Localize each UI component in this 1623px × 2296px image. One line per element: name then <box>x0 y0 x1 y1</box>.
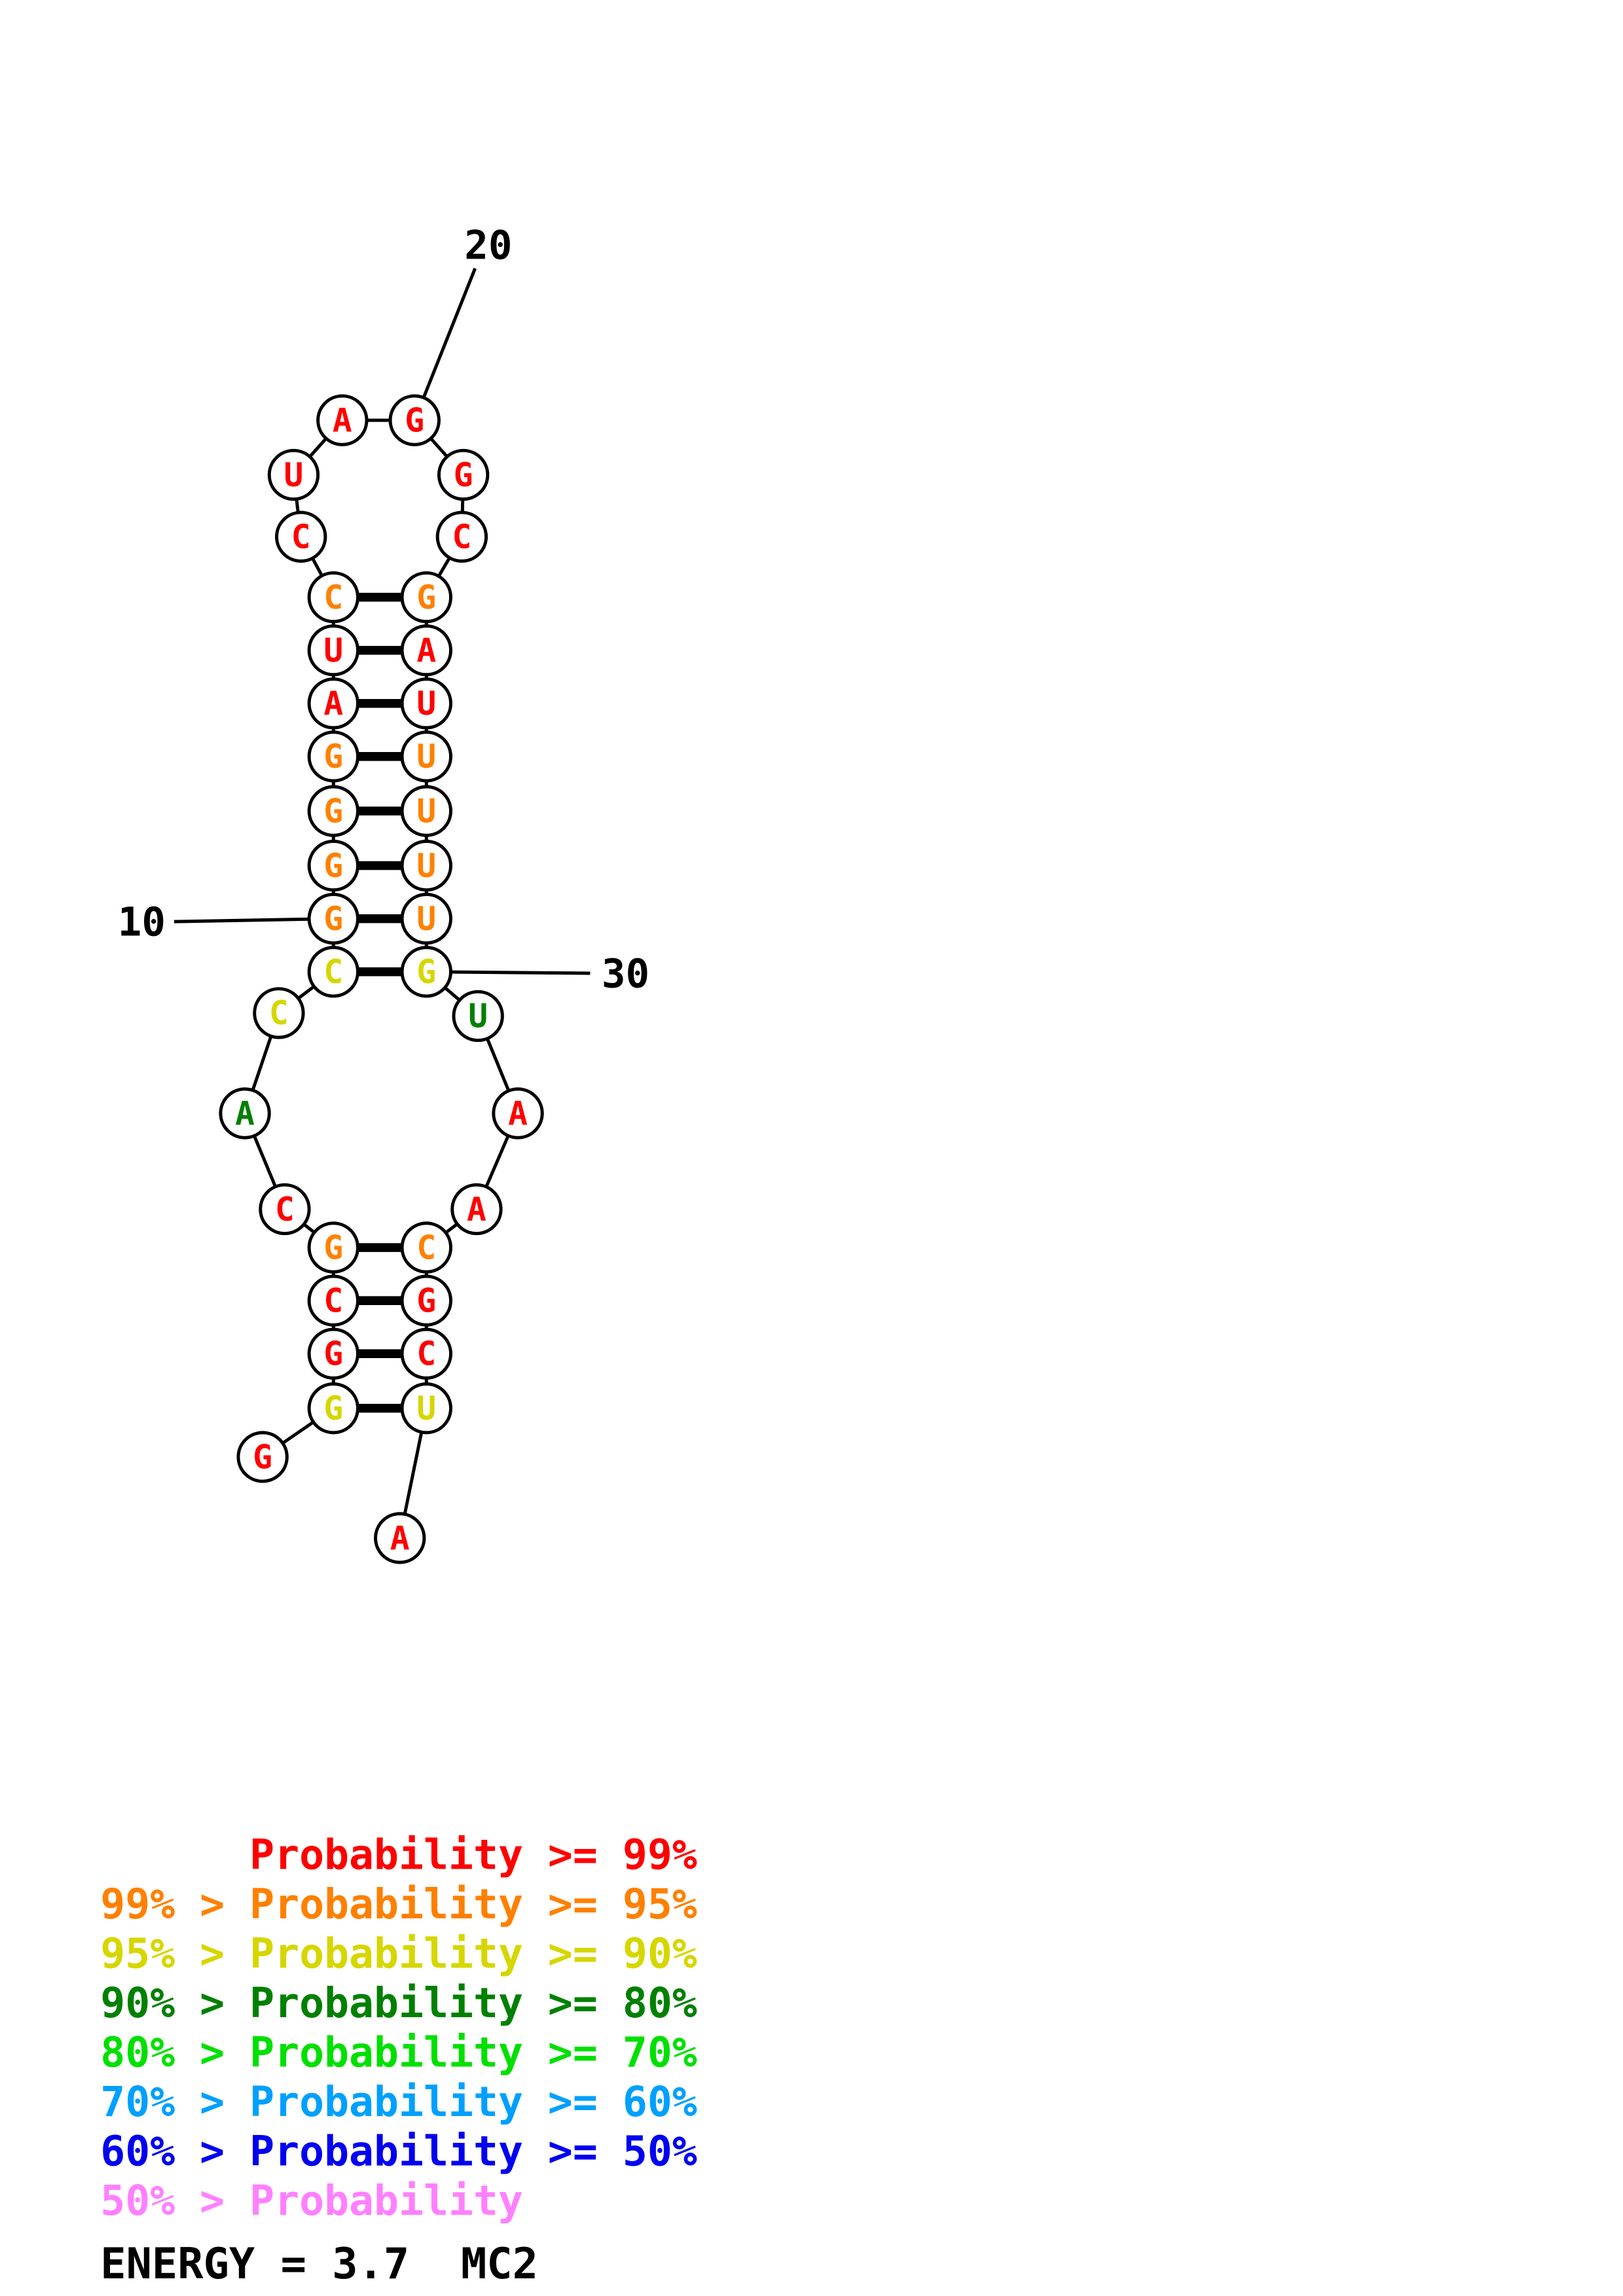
base-circle <box>307 1327 359 1380</box>
base-circle <box>400 839 452 892</box>
base-circle <box>374 1512 426 1564</box>
base-circle <box>492 1087 544 1139</box>
base-circle <box>400 1382 452 1435</box>
base-letter: G <box>323 900 343 938</box>
base-letter: U <box>416 738 436 776</box>
base-circle <box>400 1221 452 1274</box>
legend-row: 80% > Probability >= 70% <box>100 2028 697 2077</box>
base-letter: A <box>416 632 436 670</box>
probability-legend: Probability >= 99%99% > Probability >= 9… <box>100 1831 697 2225</box>
base-circle <box>452 990 504 1043</box>
label-pointer-line <box>173 917 334 924</box>
base-letter: G <box>323 1390 343 1427</box>
base-circle <box>236 1431 289 1483</box>
label-pointer-line <box>426 970 591 975</box>
base-circle <box>400 571 452 624</box>
base-circle <box>307 946 359 998</box>
label-pointer-line <box>412 268 477 422</box>
base-letter: G <box>405 401 424 439</box>
base-letter: C <box>416 1335 436 1373</box>
base-letter: G <box>416 579 436 617</box>
base-letter: U <box>284 456 304 494</box>
base-circle <box>435 511 488 563</box>
position-label: 20 <box>464 223 512 268</box>
base-circle <box>307 1274 359 1327</box>
base-circle <box>307 1382 359 1435</box>
base-letter: A <box>390 1519 410 1557</box>
base-circle <box>259 1183 311 1236</box>
base-circle <box>307 785 359 837</box>
base-circle <box>275 511 327 563</box>
base-letter: C <box>323 1282 343 1320</box>
base-circle <box>400 624 452 677</box>
base-letter: G <box>323 1229 343 1266</box>
legend-row: 95% > Probability >= 90% <box>100 1929 697 1978</box>
base-circle <box>307 839 359 892</box>
position-label: 30 <box>602 951 649 997</box>
base-circle <box>437 448 490 501</box>
base-circle <box>307 624 359 677</box>
base-circle <box>307 1221 359 1274</box>
base-letter: G <box>416 953 436 991</box>
base-letter: A <box>508 1094 528 1132</box>
base-circle <box>307 892 359 945</box>
base-circle <box>307 571 359 624</box>
base-letter: G <box>323 1335 343 1373</box>
base-circle <box>450 1183 503 1236</box>
base-letter: C <box>323 579 343 617</box>
base-letter: U <box>416 685 436 723</box>
base-letter: G <box>416 1282 436 1320</box>
base-circle <box>253 987 305 1039</box>
base-circle <box>219 1087 271 1139</box>
base-circle <box>400 730 452 783</box>
base-letter: G <box>323 738 343 776</box>
base-circle <box>388 394 441 446</box>
label-pointer-lines <box>173 268 591 975</box>
legend-row: 90% > Probability >= 80% <box>100 1979 697 2027</box>
base-letter: C <box>269 994 289 1032</box>
base-letter: C <box>416 1229 436 1266</box>
base-circle <box>400 1327 452 1380</box>
legend-row: Probability >= 99% <box>100 1831 697 1879</box>
base-circle <box>267 448 320 501</box>
position-label: 10 <box>118 899 166 945</box>
base-circle <box>307 730 359 783</box>
base-letter: C <box>452 518 471 556</box>
base-letter: A <box>467 1191 486 1229</box>
base-letter: U <box>468 997 488 1035</box>
base-letter: A <box>235 1094 255 1132</box>
base-letter: U <box>323 632 343 670</box>
base-circle <box>400 677 452 730</box>
base-letter: C <box>275 1191 295 1229</box>
base-circle <box>400 892 452 945</box>
base-circle <box>400 785 452 837</box>
legend-row: 99% > Probability >= 95% <box>100 1880 697 1928</box>
base-letter: A <box>323 685 343 723</box>
base-letter: U <box>416 900 436 938</box>
position-labels: 20 10 30 <box>118 223 649 997</box>
base-letter: C <box>323 953 343 991</box>
legend-row: 60% > Probability >= 50% <box>100 2127 697 2176</box>
base-circle <box>400 946 452 998</box>
base-letter: G <box>323 793 343 831</box>
base-letter: G <box>454 456 473 494</box>
base-letter: U <box>416 793 436 831</box>
legend-row: 50% > Probability <box>100 2176 523 2225</box>
base-circle <box>400 1274 452 1327</box>
base-circle <box>316 394 369 446</box>
base-letter: U <box>416 1390 436 1427</box>
legend-row: 70% > Probability >= 60% <box>100 2077 697 2126</box>
base-letter: G <box>253 1438 272 1476</box>
base-circle <box>307 677 359 730</box>
energy-label: ENERGY = 3.7 MC2 <box>100 2239 538 2289</box>
base-letter: G <box>323 847 343 885</box>
base-letter: A <box>333 401 352 439</box>
base-letter: U <box>416 847 436 885</box>
base-letter: C <box>291 518 311 556</box>
